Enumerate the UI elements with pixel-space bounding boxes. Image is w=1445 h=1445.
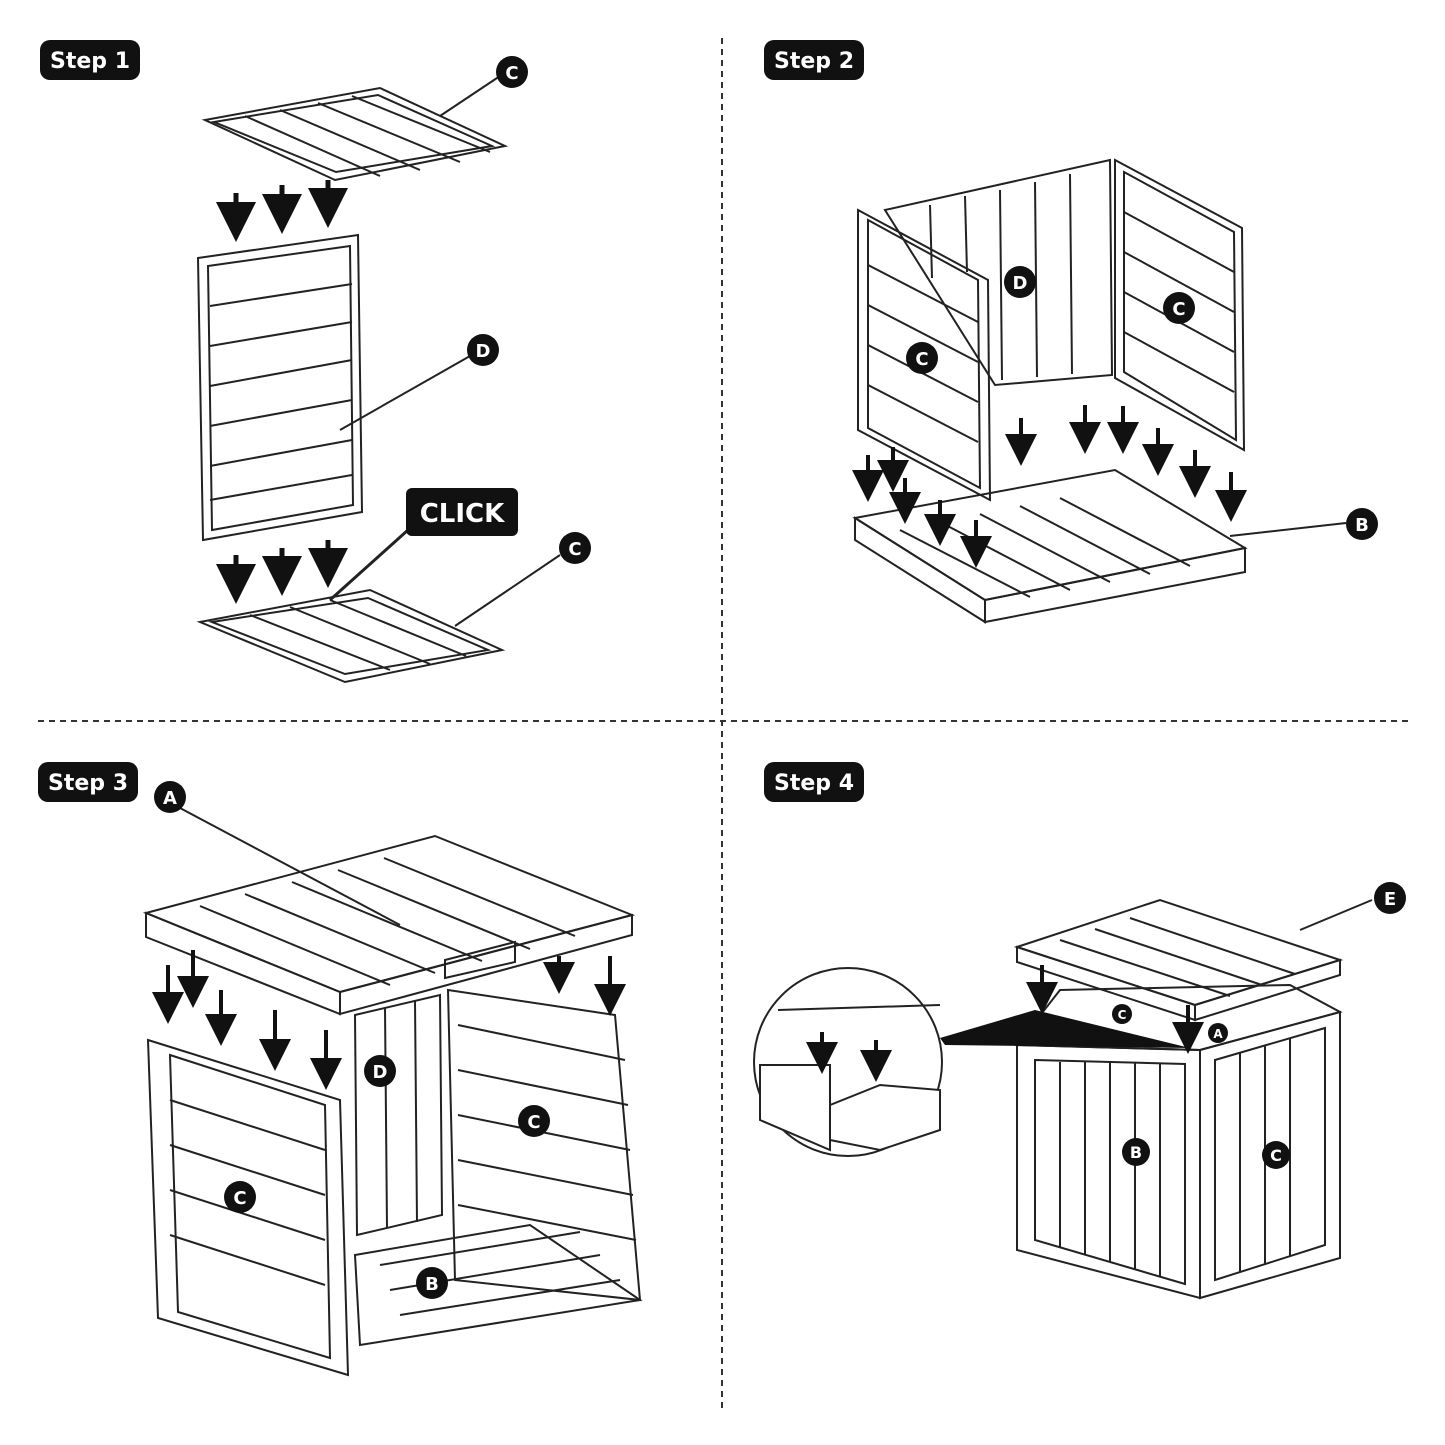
label-badge-c: C xyxy=(496,56,528,88)
svg-text:A: A xyxy=(163,788,177,809)
lid-e xyxy=(1013,898,1344,1022)
svg-text:C: C xyxy=(568,539,581,560)
step-1-arrows-top xyxy=(216,180,348,242)
label-badge-c: C xyxy=(1163,292,1195,324)
svg-text:C: C xyxy=(527,1112,540,1133)
click-callout: CLICK xyxy=(406,488,518,536)
step-3-title: Step 3 xyxy=(38,762,138,802)
step-2-panel: Step 2 xyxy=(764,40,1378,624)
label-badge-a: A xyxy=(154,781,186,813)
label-badge-c: C xyxy=(559,532,591,564)
side-panel-c-top xyxy=(201,86,509,182)
detail-zoom-circle xyxy=(753,967,943,1157)
step-4-title: Step 4 xyxy=(764,762,864,802)
lid-a xyxy=(142,834,636,1016)
side-panel-c-bottom xyxy=(196,588,506,684)
label-badge-c: C xyxy=(518,1105,550,1137)
step-4-panel: Step 4 xyxy=(753,762,1406,1300)
svg-text:D: D xyxy=(373,1062,388,1083)
svg-text:C: C xyxy=(1172,299,1185,320)
step-1-panel: Step 1 xyxy=(40,40,591,684)
svg-text:E: E xyxy=(1384,889,1396,910)
step-1-arrows-bottom xyxy=(216,540,348,604)
svg-text:Step 2: Step 2 xyxy=(774,49,854,74)
svg-text:Step 1: Step 1 xyxy=(50,49,130,74)
svg-text:Step 4: Step 4 xyxy=(774,771,854,796)
step-3-panel: Step 3 xyxy=(38,762,643,1377)
svg-text:D: D xyxy=(1013,273,1028,294)
back-panel-d xyxy=(196,233,364,542)
label-badge-d: D xyxy=(1004,266,1036,298)
svg-text:C: C xyxy=(505,63,518,84)
zoom-pointer xyxy=(940,1010,1190,1048)
label-badge-c: C xyxy=(1112,1004,1132,1024)
svg-text:B: B xyxy=(425,1274,439,1295)
svg-text:CLICK: CLICK xyxy=(420,499,505,529)
base-b xyxy=(852,468,1248,624)
label-badge-c: C xyxy=(906,342,938,374)
label-badge-b: B xyxy=(1346,508,1378,540)
svg-text:C: C xyxy=(1118,1008,1127,1022)
label-badge-c: C xyxy=(224,1181,256,1213)
step-4-arrows xyxy=(806,965,1204,1082)
svg-text:D: D xyxy=(476,341,491,362)
svg-text:A: A xyxy=(1213,1027,1223,1041)
label-badge-a: A xyxy=(1208,1023,1228,1043)
step-1-title: Step 1 xyxy=(40,40,140,80)
label-badge-e: E xyxy=(1374,882,1406,914)
label-badge-c: C xyxy=(1262,1141,1290,1169)
svg-text:C: C xyxy=(915,349,928,370)
svg-text:Step 3: Step 3 xyxy=(48,771,128,796)
label-badge-b: B xyxy=(1122,1138,1150,1166)
label-badge-b: B xyxy=(416,1267,448,1299)
svg-text:C: C xyxy=(233,1188,246,1209)
svg-text:B: B xyxy=(1355,515,1369,536)
step-2-title: Step 2 xyxy=(764,40,864,80)
svg-text:C: C xyxy=(1270,1146,1282,1165)
step-2-arrows xyxy=(852,405,1247,568)
label-badge-d: D xyxy=(467,334,499,366)
side-panel-c-right xyxy=(1114,158,1246,452)
side-panel-c-left xyxy=(857,208,992,502)
back-panel-d xyxy=(883,158,1114,387)
svg-text:B: B xyxy=(1130,1143,1142,1162)
step-3-arrows xyxy=(152,950,626,1090)
box-body xyxy=(146,988,643,1377)
label-badge-d: D xyxy=(364,1055,396,1087)
